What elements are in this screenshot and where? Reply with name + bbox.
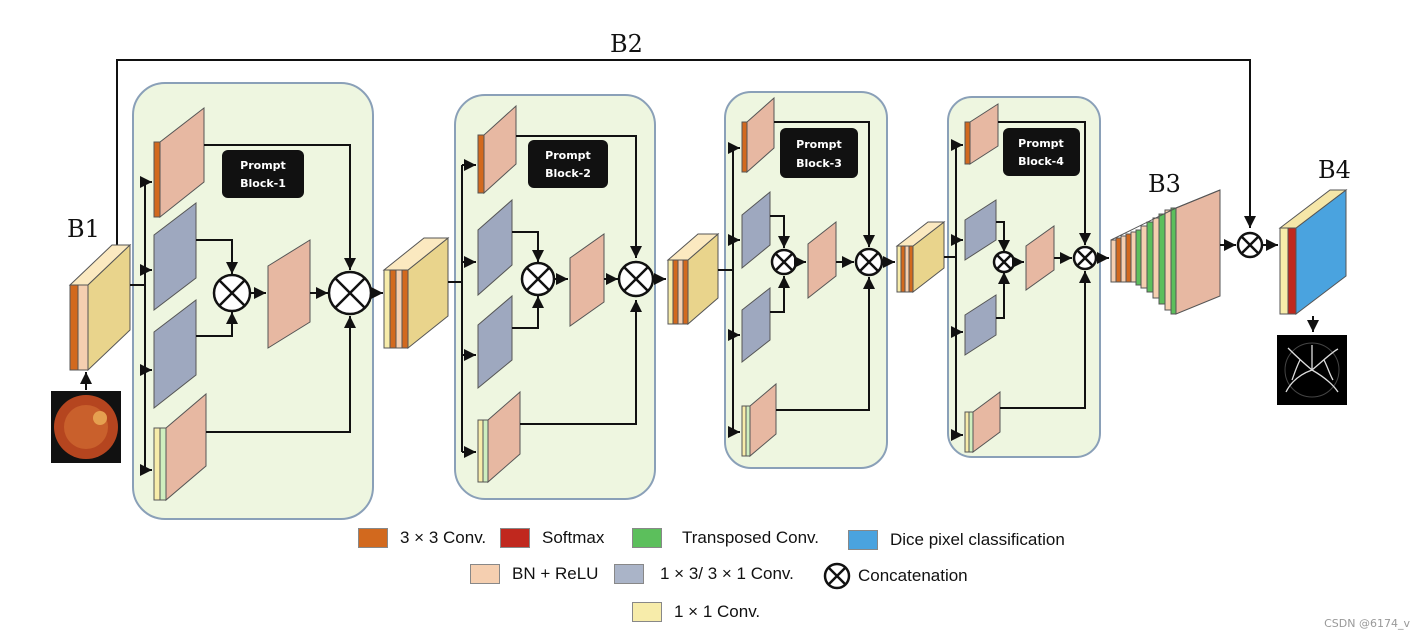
prompt-block-3-container <box>724 91 888 469</box>
prompt-block-3-line1: Prompt <box>796 138 842 151</box>
prompt-block-2-line1: Prompt <box>545 149 591 162</box>
output-vessel-segmentation-image <box>1277 335 1347 405</box>
prompt-block-1: Prompt Block-1 <box>130 106 383 502</box>
label-b2: B2 <box>610 30 643 58</box>
skip-connection-b2 <box>116 59 1256 245</box>
prompt-block-3: Prompt Block-3 <box>728 96 895 458</box>
label-b1: B1 <box>67 215 100 243</box>
prompt-block-3-line2: Block-3 <box>796 157 842 170</box>
b3-decoder-stack <box>1110 189 1221 315</box>
b1-layer-stack <box>68 243 132 372</box>
input-fundus-image <box>51 391 121 463</box>
prompt-block-1-line2: Block-1 <box>240 177 286 190</box>
b4-output-head <box>1278 188 1348 316</box>
label-b3: B3 <box>1148 170 1181 198</box>
prompt-block-2-line2: Block-2 <box>545 167 591 180</box>
intermediate-stack-3 <box>895 220 946 294</box>
intermediate-stack-1 <box>382 236 450 350</box>
prompt-block-4-line1: Prompt <box>1018 137 1064 150</box>
prompt-block-4: Prompt Block-4 <box>951 103 1109 453</box>
prompt-block-2-container <box>454 94 656 500</box>
watermark: CSDN @6174_v <box>1324 617 1410 630</box>
prompt-block-4-line2: Block-4 <box>1018 155 1064 168</box>
prompt-block-1-line1: Prompt <box>240 159 286 172</box>
prompt-block-2: Prompt Block-2 <box>461 104 666 484</box>
label-b4: B4 <box>1318 156 1351 184</box>
prompt-block-4-container <box>947 96 1101 458</box>
intermediate-stack-2 <box>666 232 720 326</box>
